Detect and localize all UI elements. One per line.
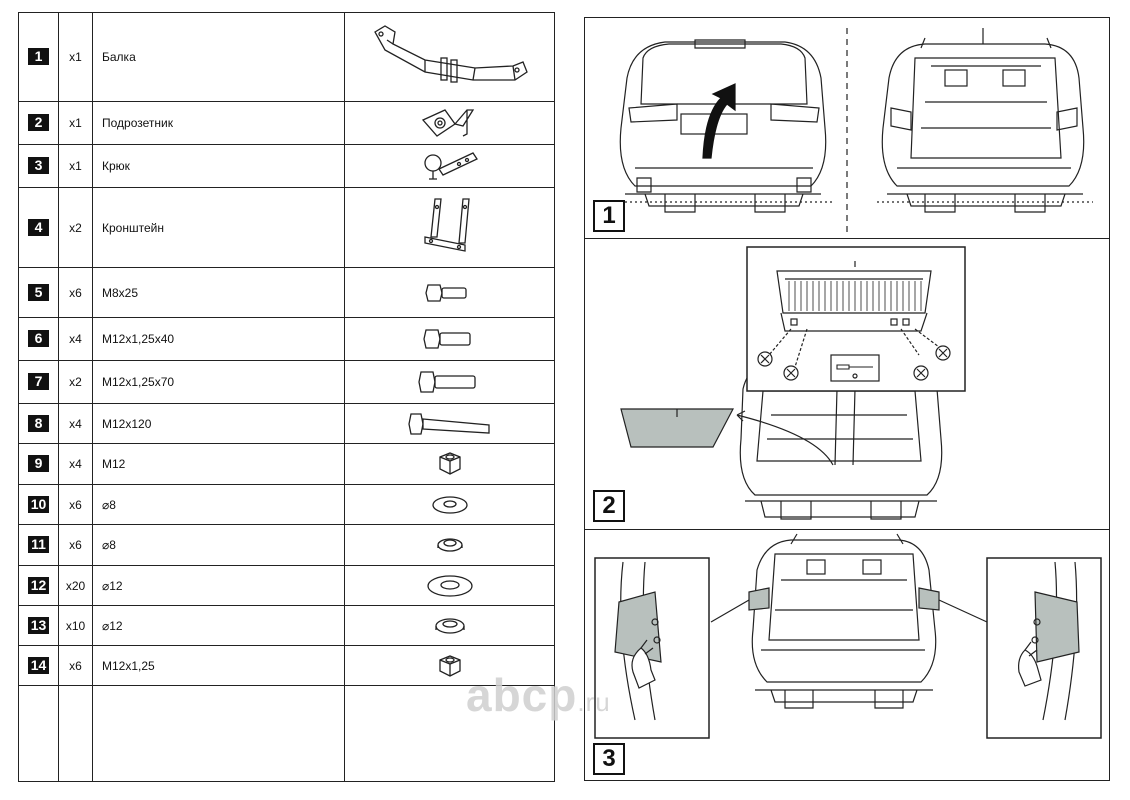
- part-name: Кронштейн: [92, 187, 345, 268]
- part-number: 12: [28, 576, 49, 594]
- spring-washer-large-icon: [344, 605, 555, 646]
- part-quantity: x6: [58, 645, 93, 686]
- watermark-brand: abcp: [466, 669, 578, 721]
- right-panel-detail: [1018, 561, 1080, 721]
- left-panel-detail: [614, 561, 662, 721]
- part-name: Балка: [92, 12, 345, 102]
- part-quantity: x2: [58, 360, 93, 404]
- spring-washer-icon: [344, 524, 555, 566]
- tow-ball-icon: [344, 144, 555, 188]
- step-number: 3: [593, 743, 625, 775]
- bolt-xlong-icon: [344, 403, 555, 444]
- table-row: 2 x1 Подрозетник: [18, 101, 555, 145]
- bolt-medium-icon: [344, 317, 555, 361]
- side-trim-panel-left: [614, 591, 662, 663]
- nut-icon: [344, 443, 555, 485]
- table-row: 12 x20 ⌀12: [18, 565, 555, 606]
- part-quantity: x6: [58, 267, 93, 318]
- step-number: 2: [593, 490, 625, 522]
- part-number: 11: [28, 536, 49, 553]
- rear-view-closed-and-open-illustration: [615, 28, 1093, 232]
- table-row: 9 x4 M12: [18, 443, 555, 485]
- part-quantity: x1: [58, 144, 93, 188]
- bolt-long-icon: [344, 360, 555, 404]
- step-1-panel: 1: [585, 18, 1109, 239]
- table-row: 10 x6 ⌀8: [18, 484, 555, 525]
- part-quantity: x6: [58, 524, 93, 566]
- part-quantity: x10: [58, 605, 93, 646]
- part-number: 10: [28, 495, 49, 513]
- table-row: 5 x6 M8x25: [18, 267, 555, 318]
- remove-trunk-trim-illustration: [620, 246, 966, 520]
- part-quantity: x20: [58, 565, 93, 606]
- part-name: ⌀8: [92, 524, 345, 566]
- table-row: 11 x6 ⌀8: [18, 524, 555, 566]
- part-number: 6: [28, 330, 49, 347]
- step-2-panel: 2: [585, 239, 1109, 530]
- part-quantity: x2: [58, 187, 93, 268]
- table-row: 1 x1 Балка: [18, 12, 555, 102]
- part-name: M8x25: [92, 267, 345, 318]
- flat-washer-large-icon: [344, 565, 555, 606]
- part-name: M12x1,25: [92, 645, 345, 686]
- table-row: 6 x4 M12x1,25x40: [18, 317, 555, 361]
- remove-side-panels-illustration: [594, 533, 1102, 739]
- crossbeam-icon: [344, 12, 555, 102]
- removal-arrow-icon: [736, 410, 834, 466]
- part-quantity: x1: [58, 12, 93, 102]
- step-3-panel: 3: [585, 530, 1109, 782]
- table-row: 8 x4 M12x120: [18, 403, 555, 444]
- part-number: 2: [28, 114, 49, 131]
- screwdriver-detail: [830, 354, 880, 382]
- part-name: M12x120: [92, 403, 345, 444]
- part-name: M12x1,25x70: [92, 360, 345, 404]
- table-row: 3 x1 Крюк: [18, 144, 555, 188]
- part-number: 8: [28, 414, 49, 432]
- car-rear-open-illustration: [877, 28, 1093, 213]
- part-number: 13: [28, 616, 49, 634]
- part-number: 14: [28, 656, 49, 674]
- table-row: 7 x2 M12x1,25x70: [18, 360, 555, 404]
- part-name: Подрозетник: [92, 101, 345, 145]
- socket-plate-icon: [344, 101, 555, 145]
- part-quantity: x4: [58, 403, 93, 444]
- table-row: 13 x10 ⌀12: [18, 605, 555, 646]
- trim-detail-inset: [757, 261, 951, 382]
- part-name: ⌀12: [92, 605, 345, 646]
- bolt-short-icon: [344, 267, 555, 318]
- lift-arrow-icon: [702, 83, 736, 159]
- watermark-domain: .ru: [577, 687, 611, 717]
- part-name: ⌀8: [92, 484, 345, 525]
- part-number: 5: [28, 283, 49, 301]
- part-number: 4: [28, 218, 49, 236]
- part-number: 3: [28, 157, 49, 174]
- part-name: M12x1,25x40: [92, 317, 345, 361]
- part-name: M12: [92, 443, 345, 485]
- side-trim-panel-right: [1034, 591, 1080, 663]
- instruction-panels: 1: [584, 17, 1110, 781]
- flat-washer-icon: [344, 484, 555, 525]
- car-rear-closed-illustration: [615, 39, 833, 213]
- part-quantity: x4: [58, 443, 93, 485]
- table-row-empty: [18, 685, 555, 782]
- part-name: Крюк: [92, 144, 345, 188]
- part-number: 7: [28, 373, 49, 390]
- part-number: 9: [28, 455, 49, 472]
- part-name: ⌀12: [92, 565, 345, 606]
- bracket-icon: [344, 187, 555, 268]
- trunk-trim-panel: [620, 408, 734, 448]
- parts-table: 1 x1 Балка 2 x1 Подрозетник: [18, 12, 555, 782]
- table-row: 4 x2 Кронштейн: [18, 187, 555, 268]
- part-quantity: x1: [58, 101, 93, 145]
- part-number: 1: [28, 48, 49, 65]
- watermark-logo: abcp.ru: [466, 668, 611, 722]
- table-row: 14 x6 M12x1,25: [18, 645, 555, 686]
- step-number: 1: [593, 200, 625, 232]
- part-quantity: x6: [58, 484, 93, 525]
- part-quantity: x4: [58, 317, 93, 361]
